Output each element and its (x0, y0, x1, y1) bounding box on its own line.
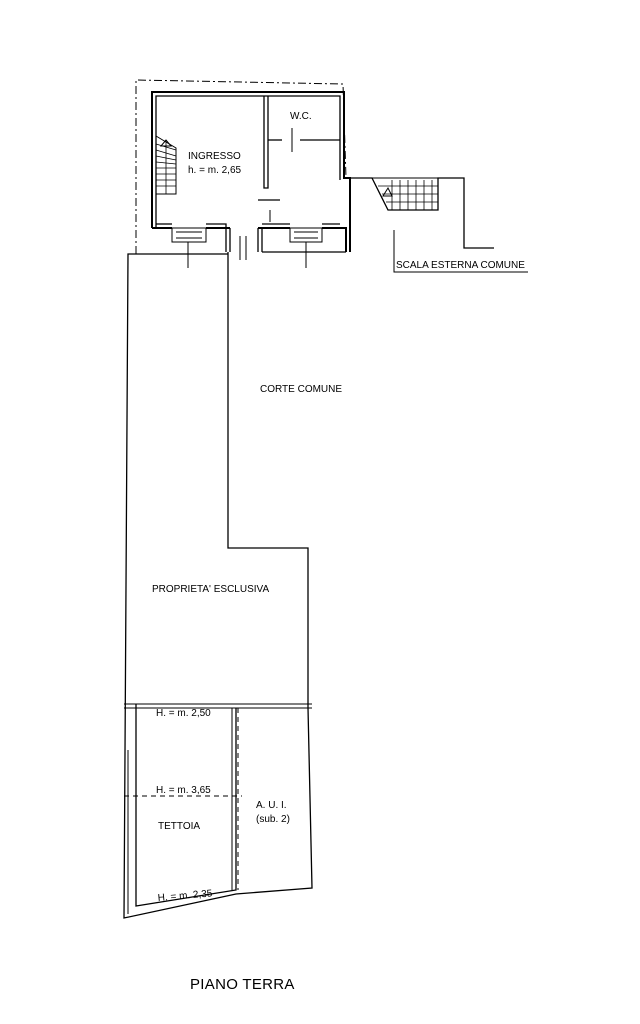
proprieta-label: PROPRIETA' ESCLUSIVA (152, 584, 269, 595)
ingresso-label: INGRESSO (188, 151, 241, 162)
external-stair (350, 177, 528, 273)
wc-label: W.C. (290, 111, 312, 122)
internal-stair (155, 135, 177, 195)
height-235-label: H. = m. 2,35 (157, 888, 213, 904)
scala-esterna-label: SCALA ESTERNA COMUNE (396, 260, 525, 271)
height-365-label: H. = m. 3,65 (156, 785, 211, 796)
tettoia-structure (124, 703, 312, 914)
height-250-label: H. = m. 2,50 (156, 708, 211, 719)
aui-label: A. U. I. (256, 800, 287, 811)
courtyard-boundary (123, 251, 346, 919)
tettoia-label: TETTOIA (158, 821, 200, 832)
ingresso-height-label: h. = m. 2,65 (188, 165, 242, 176)
labels: INGRESSO h. = m. 2,65 W.C. SCALA ESTERNA… (152, 111, 525, 993)
sub2-label: (sub. 2) (256, 814, 290, 825)
house-walls (151, 91, 351, 268)
corte-comune-label: CORTE COMUNE (260, 384, 342, 395)
page-title: PIANO TERRA (190, 976, 295, 993)
